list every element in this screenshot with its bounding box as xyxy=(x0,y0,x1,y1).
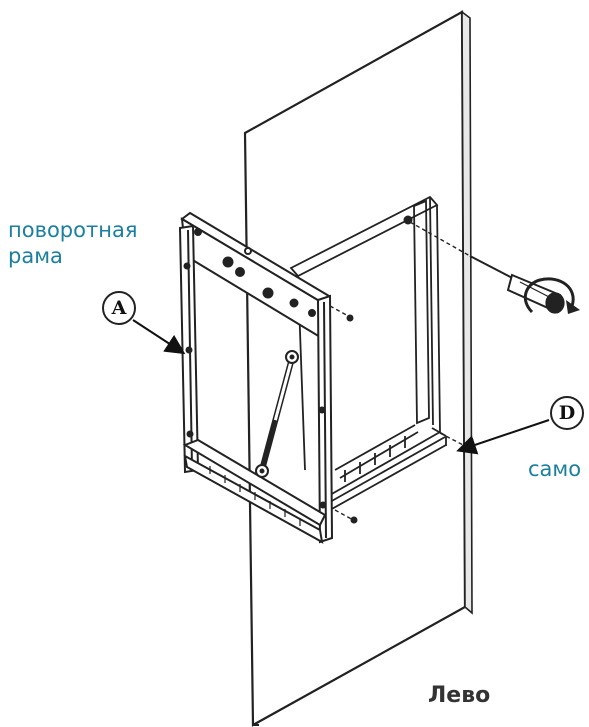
rotation-arrow-icon xyxy=(523,277,580,314)
swing-frame xyxy=(178,211,334,544)
side-label: Лево xyxy=(428,683,491,708)
callout-a: A xyxy=(102,291,136,325)
leader-d xyxy=(456,419,550,455)
rear-frame xyxy=(289,195,447,511)
door-panel xyxy=(243,10,473,727)
gas-strut xyxy=(255,350,299,478)
screws-label: само xyxy=(528,457,582,481)
leader-a xyxy=(132,319,186,355)
screwdriver-icon xyxy=(469,255,565,314)
swing-frame-label: поворотная рама xyxy=(8,218,138,268)
leader-lines xyxy=(132,319,550,455)
callout-d: D xyxy=(550,396,584,430)
